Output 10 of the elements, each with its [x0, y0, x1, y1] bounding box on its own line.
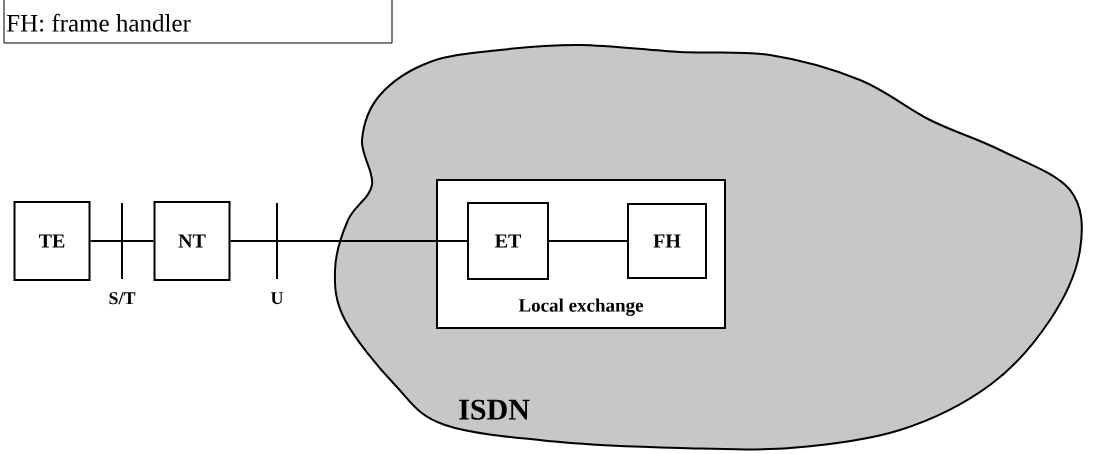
connection-line: [89, 240, 155, 242]
reference-point-label: U: [270, 292, 284, 305]
component-box: ET: [467, 202, 549, 280]
component-box: TE: [13, 201, 91, 281]
component-box: FH: [627, 203, 707, 279]
component-box: NT: [153, 201, 231, 281]
connection-line: [229, 240, 468, 242]
note-box: FH: frame handler: [3, 0, 393, 44]
reference-point-label: S/T: [109, 292, 136, 305]
connection-line: [548, 240, 628, 242]
